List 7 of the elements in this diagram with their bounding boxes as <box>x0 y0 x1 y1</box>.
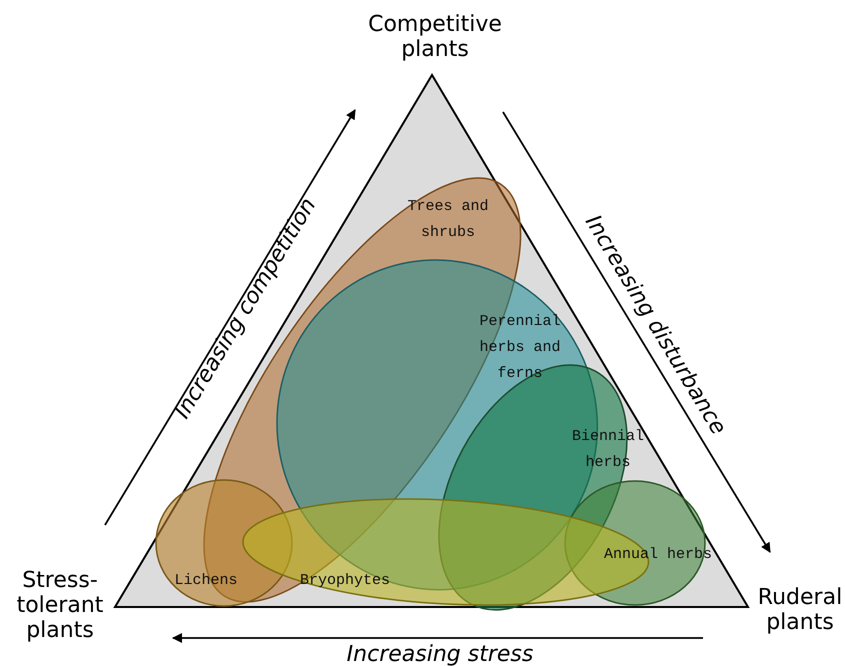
group-label: Bryophytes <box>298 570 391 591</box>
corner-label: Competitive plants <box>367 12 503 62</box>
corner-label: Stress-tolerant plants <box>16 568 104 643</box>
group-label: Lichens <box>173 571 238 591</box>
axis-label: Increasing stress <box>346 642 534 666</box>
corner-label: Ruderal plants <box>756 585 844 635</box>
group-label: Trees and shrubs <box>406 196 490 243</box>
